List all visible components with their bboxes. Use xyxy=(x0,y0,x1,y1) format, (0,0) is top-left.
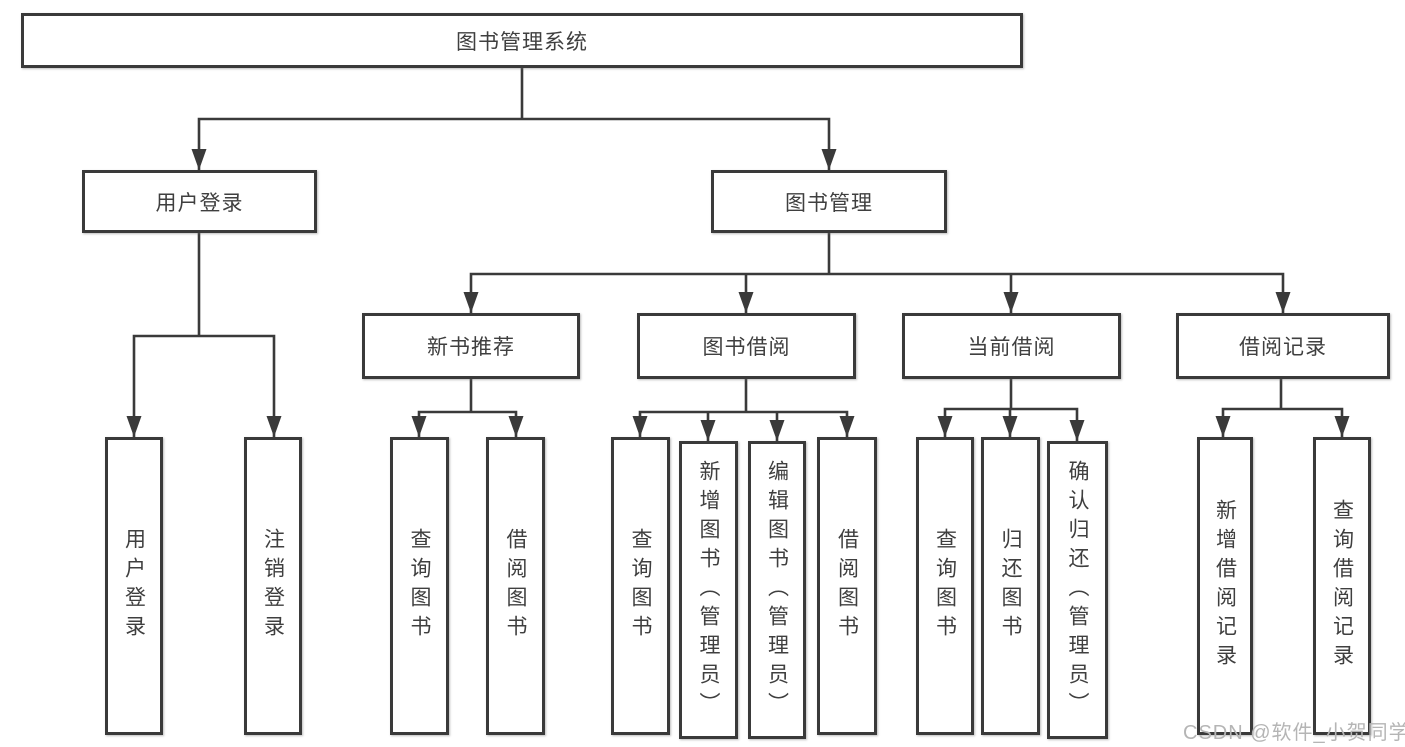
connector-path xyxy=(132,68,1344,441)
node-label: 借阅记录 xyxy=(1239,336,1327,359)
arrow-icon xyxy=(1003,292,1019,313)
leaf-label: 借阅图书 xyxy=(504,528,527,644)
leaf-user-login: 用户登录 xyxy=(105,437,163,735)
node-label: 当前借阅 xyxy=(967,336,1056,359)
leaf-label: 编辑图书（管理员） xyxy=(765,459,789,721)
arrow-icon xyxy=(700,420,716,441)
arrow-icon xyxy=(1275,292,1291,313)
arrow-icon xyxy=(266,416,282,437)
arrow-icon xyxy=(126,416,142,437)
leaf-label: 查询图书 xyxy=(629,528,652,644)
leaf-label: 查询图书 xyxy=(408,528,431,644)
leaf-label: 查询图书 xyxy=(933,528,957,644)
leaf-query-books-current: 查询图书 xyxy=(916,437,974,735)
arrow-icon xyxy=(937,416,953,437)
arrow-icon xyxy=(508,416,524,437)
arrow-icon xyxy=(738,292,754,313)
node-user-login: 用户登录 xyxy=(82,170,317,233)
arrow-icon xyxy=(191,149,207,170)
leaf-label: 用户登录 xyxy=(122,528,146,644)
leaf-query-books-borrowing: 查询图书 xyxy=(611,437,670,735)
node-label: 用户登录 xyxy=(155,191,244,215)
watermark: CSDN @软件_小贺同学 xyxy=(1183,722,1405,744)
leaf-borrow-books-recommend: 借阅图书 xyxy=(486,437,545,735)
arrow-icon xyxy=(1215,416,1231,437)
leaf-label: 注销登录 xyxy=(261,528,285,644)
node-label: 图书管理 xyxy=(785,191,873,215)
node-label: 图书借阅 xyxy=(702,336,791,359)
node-current-borrowing: 当前借阅 xyxy=(902,313,1121,379)
arrow-icon xyxy=(1334,416,1350,437)
arrow-icon xyxy=(821,149,837,170)
node-label: 图书管理系统 xyxy=(456,30,588,54)
arrow-icon xyxy=(1069,420,1085,441)
leaf-query-borrow-record: 查询借阅记录 xyxy=(1313,437,1371,735)
leaf-add-borrow-record: 新增借阅记录 xyxy=(1197,437,1253,735)
leaf-label: 借阅图书 xyxy=(835,528,859,644)
arrow-icon xyxy=(1002,416,1018,437)
leaf-confirm-return-admin: 确认归还（管理员） xyxy=(1047,441,1108,739)
leaf-label: 确认归还（管理员） xyxy=(1066,459,1089,721)
leaf-label: 归还图书 xyxy=(999,528,1022,644)
leaf-query-books-recommend: 查询图书 xyxy=(390,437,449,735)
leaf-label: 新增图书（管理员） xyxy=(697,459,720,721)
arrow-icon xyxy=(463,292,479,313)
leaf-add-books-admin: 新增图书（管理员） xyxy=(679,441,738,739)
node-new-book-recommend: 新书推荐 xyxy=(362,313,580,379)
node-label: 新书推荐 xyxy=(427,336,515,359)
leaf-return-books: 归还图书 xyxy=(981,437,1040,735)
node-library-management-system: 图书管理系统 xyxy=(21,13,1023,68)
leaf-label: 查询借阅记录 xyxy=(1330,499,1354,673)
arrow-icon xyxy=(839,416,855,437)
leaf-label: 新增借阅记录 xyxy=(1213,499,1237,673)
arrow-icon xyxy=(769,420,785,441)
node-book-management: 图书管理 xyxy=(711,170,947,233)
node-book-borrowing: 图书借阅 xyxy=(637,313,856,379)
leaf-borrow-books-borrowing: 借阅图书 xyxy=(817,437,877,735)
leaf-logout-login: 注销登录 xyxy=(244,437,302,735)
leaf-edit-books-admin: 编辑图书（管理员） xyxy=(748,441,806,739)
node-borrow-records: 借阅记录 xyxy=(1176,313,1390,379)
arrow-icon xyxy=(411,416,427,437)
arrow-icon xyxy=(632,416,648,437)
